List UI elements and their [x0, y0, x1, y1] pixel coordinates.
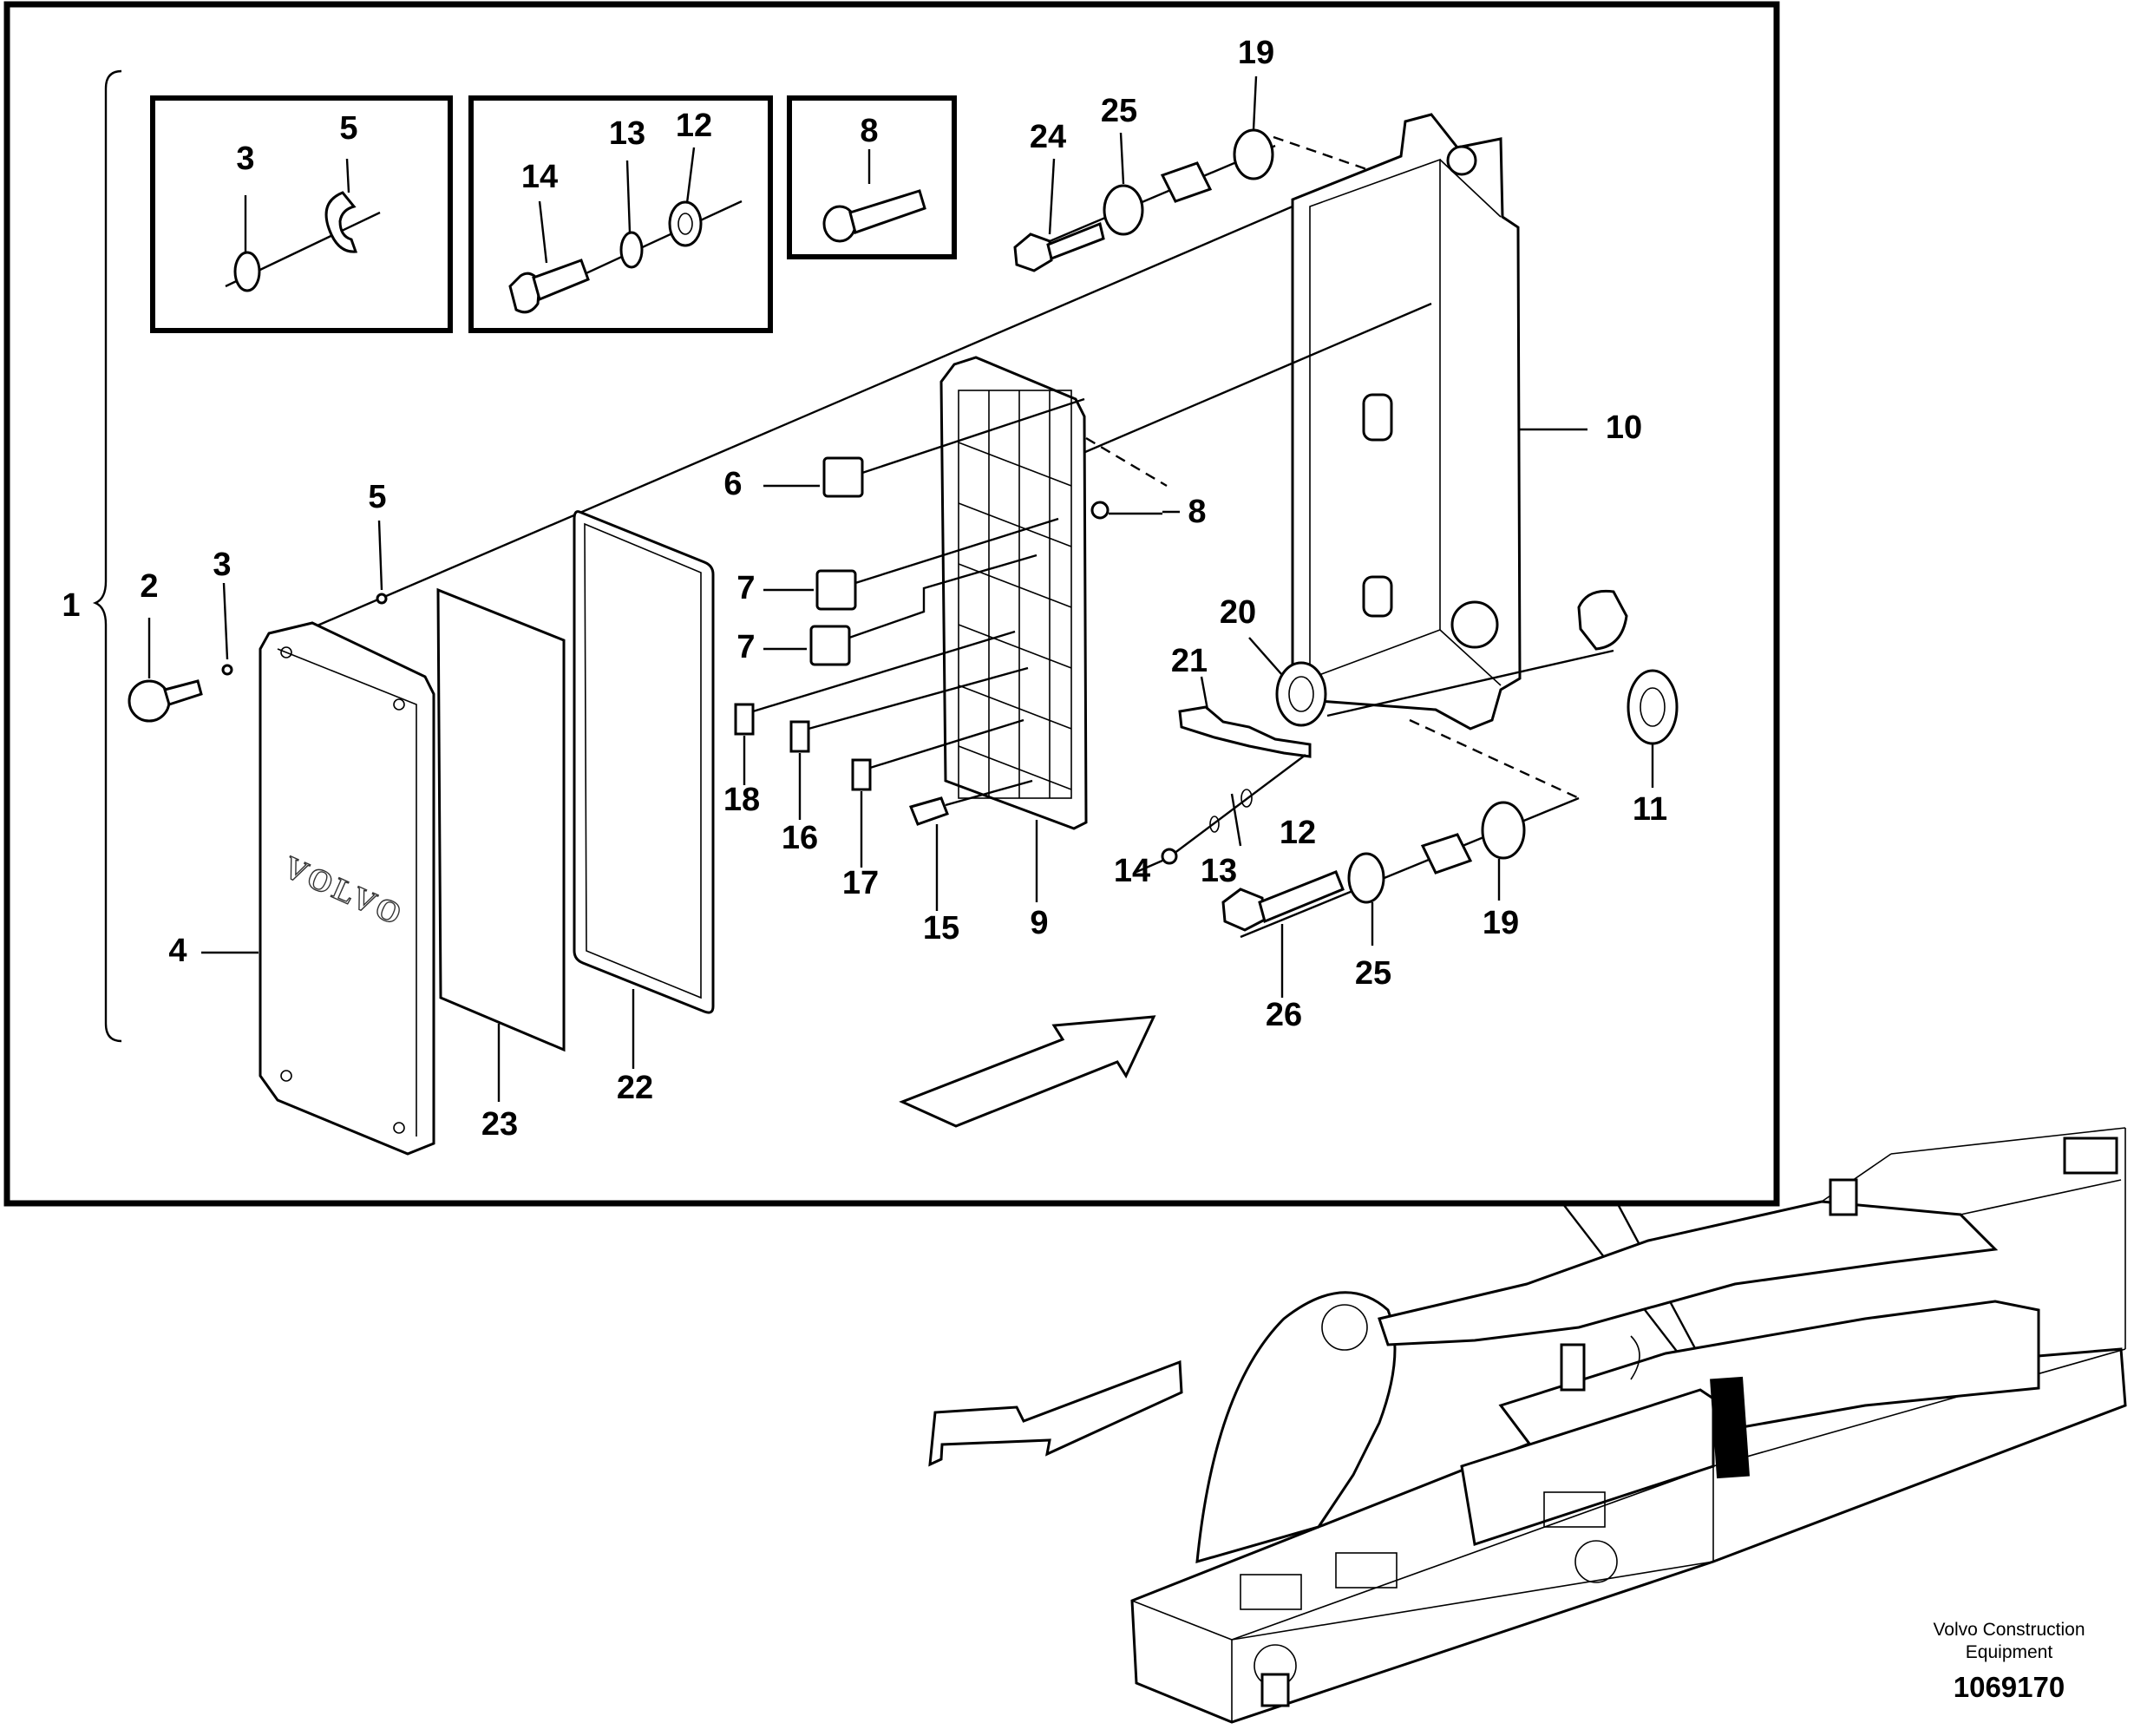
lower-small-bolt	[1136, 754, 1306, 874]
kit1-parts	[225, 158, 381, 292]
circuit-board-9	[939, 356, 1168, 902]
callout-9: 9	[1030, 905, 1048, 941]
callout-3: 3	[213, 547, 231, 583]
callout-8: 8	[1188, 494, 1206, 530]
callout-13: 13	[609, 115, 645, 152]
housing-10	[1291, 113, 1587, 730]
film-23	[436, 587, 566, 1102]
relay-7a	[763, 517, 1059, 611]
callout-5: 5	[368, 479, 386, 515]
direction-arrow-right	[899, 1015, 1156, 1128]
axis-lines	[298, 205, 1614, 717]
callout-20: 20	[1220, 594, 1256, 631]
brand-line-1: Volvo Construction	[1933, 1620, 2085, 1640]
kit2-parts	[508, 147, 743, 314]
callout-19: 19	[1238, 35, 1274, 71]
grommet-20	[1248, 637, 1327, 727]
board-bolt-8	[1090, 501, 1162, 520]
callout-26: 26	[1266, 997, 1302, 1033]
callout-14: 14	[521, 159, 558, 195]
callout-22: 22	[617, 1070, 653, 1106]
assembly-brace	[92, 69, 122, 1043]
fuse-16	[789, 666, 1029, 820]
grommet-11	[1577, 589, 1679, 788]
document-number: 1069170	[1954, 1671, 2065, 1703]
callout-18: 18	[723, 782, 760, 818]
callout-8: 8	[860, 113, 878, 149]
callout-10: 10	[1606, 409, 1642, 446]
callout-25: 25	[1101, 93, 1137, 129]
callout-7: 7	[736, 570, 755, 606]
detail-frame	[3, 1, 1780, 1207]
callout-25: 25	[1355, 955, 1391, 992]
callout-7: 7	[736, 629, 755, 665]
callout-15: 15	[923, 910, 959, 947]
bracket-21	[1178, 705, 1312, 758]
knob-2	[128, 618, 203, 723]
brand-line-2: Equipment	[1966, 1642, 2053, 1662]
callout-2: 2	[140, 568, 158, 605]
cover-4: VOLVO	[201, 621, 435, 1156]
callout-24: 24	[1030, 119, 1066, 155]
callout-23: 23	[481, 1106, 518, 1143]
callout-12: 12	[676, 108, 712, 144]
callout-5: 5	[339, 110, 357, 147]
callout-16: 16	[782, 820, 818, 856]
clip-5	[376, 520, 388, 605]
kit-box-14-13-12	[468, 95, 773, 333]
fuse-18	[734, 630, 1016, 785]
fuse-box-location	[1710, 1376, 1750, 1479]
lower-bolt-stack	[1221, 718, 1580, 998]
callout-labels: 1 2 3 3 4 5 5 6 7 7 8 8 9 10 11 12 12 13…	[62, 35, 1667, 1143]
kit-box-8	[787, 95, 957, 259]
relay-7b	[763, 554, 1038, 666]
relay-6	[763, 397, 1085, 498]
callout-19: 19	[1483, 905, 1519, 941]
direction-arrow-left	[928, 1359, 1183, 1467]
kit-box-3-5	[150, 95, 453, 333]
upper-bolt-stack	[1013, 75, 1380, 272]
callout-12: 12	[1280, 815, 1316, 851]
fuse-15	[908, 779, 1033, 911]
callout-13: 13	[1201, 853, 1237, 889]
machine-frame	[1130, 1127, 2127, 1724]
callout-6: 6	[723, 466, 742, 502]
callout-1: 1	[62, 587, 80, 624]
callout-4: 4	[168, 933, 187, 969]
fuse-17	[851, 718, 1024, 868]
callout-21: 21	[1171, 643, 1208, 679]
washer-3	[221, 582, 233, 676]
callout-3: 3	[236, 141, 254, 177]
callout-17: 17	[842, 865, 879, 901]
kit3-parts	[822, 149, 926, 243]
seal-22	[573, 510, 715, 1069]
callout-14: 14	[1114, 853, 1150, 889]
callout-11: 11	[1633, 791, 1667, 828]
